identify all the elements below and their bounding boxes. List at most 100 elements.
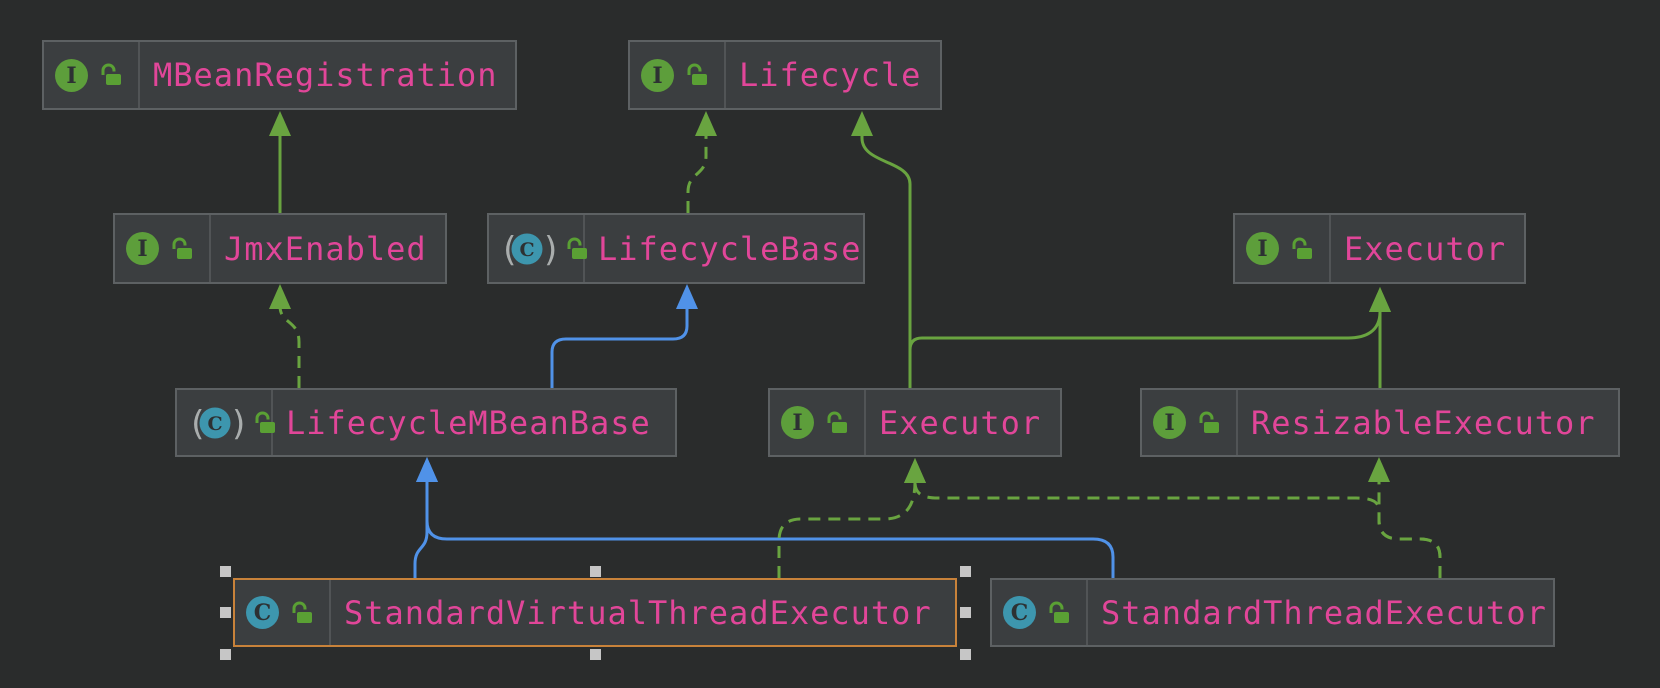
class-name-label: Lifecycle [739,56,922,94]
node-title-cell: StandardVirtualThreadExecutor [331,580,955,645]
svg-text:C: C [1011,600,1029,626]
class-name-label: MBeanRegistration [153,56,498,94]
inheritance-arrowhead [416,457,438,482]
node-icon-cell: I [1142,390,1238,455]
edge-line[interactable] [413,481,429,578]
class-node-MBeanRegistration[interactable]: I MBeanRegistration [42,40,517,110]
edge-line[interactable] [550,308,689,388]
selection-handle[interactable] [589,648,601,660]
edge-line[interactable] [913,481,1442,578]
edge-Executor_catalina-to-Executor_jdk[interactable] [908,287,1391,388]
class-node-Executor_jdk[interactable]: I Executor [1233,213,1526,284]
edge-StandardVirtualThreadExecutor-to-Executor_catalina[interactable] [777,458,926,578]
inheritance-arrowhead [269,284,291,309]
edge-LifecycleBase-to-Lifecycle[interactable] [686,111,717,213]
edge-line[interactable] [278,305,301,388]
class-name-label: StandardVirtualThreadExecutor [344,593,932,632]
svg-text:(: ( [187,404,207,444]
class-node-JmxEnabled[interactable]: I JmxEnabled [113,213,447,284]
class-node-StandardVirtualThreadExecutor[interactable]: C StandardVirtualThreadExecutor [233,578,957,647]
inheritance-arrowhead [851,111,873,136]
class-name-label: LifecycleMBeanBase [286,403,651,442]
class-node-Lifecycle[interactable]: I Lifecycle [628,40,942,110]
svg-text:(: ( [499,230,519,270]
edge-line[interactable] [860,133,912,388]
node-title-cell: Executor [866,390,1060,455]
svg-text:I: I [137,236,147,262]
class-name-label: Executor [1344,229,1507,268]
interface-icon: I [124,230,161,267]
node-title-cell: JmxEnabled [211,215,445,282]
node-title-cell: Lifecycle [726,42,940,108]
abstract-class-icon: (C) [186,402,244,444]
unlocked-icon [252,410,277,436]
unlocked-icon [1196,410,1221,436]
node-icon-cell: C [235,580,331,645]
class-node-StandardThreadExecutor[interactable]: C StandardThreadExecutor [990,578,1555,647]
selection-handle[interactable] [959,648,971,660]
node-title-cell: LifecycleBase [585,215,863,282]
class-icon: C [1001,594,1038,631]
abstract-class-icon: (C) [498,228,556,270]
selection-handle[interactable] [219,648,231,660]
unlocked-icon [824,410,849,436]
class-name-label: Executor [879,403,1042,442]
interface-icon: I [639,57,676,94]
selection-handle[interactable] [959,565,971,577]
svg-text:C: C [254,600,272,626]
svg-text:): ) [229,404,244,444]
inheritance-arrowhead [1368,457,1390,482]
svg-text:C: C [207,413,222,435]
edge-line[interactable] [1377,481,1442,578]
edge-StandardThreadExecutor-to-Executor_catalina[interactable] [904,458,1442,578]
svg-text:I: I [1164,410,1174,436]
selection-handle[interactable] [219,565,231,577]
svg-text:C: C [519,239,534,261]
edge-LifecycleMBeanBase-to-LifecycleBase[interactable] [550,284,698,388]
class-name-label: ResizableExecutor [1251,403,1596,442]
class-node-Executor_catalina[interactable]: I Executor [768,388,1062,457]
unlocked-icon [684,62,709,88]
inheritance-arrowhead [904,458,926,483]
edge-LifecycleMBeanBase-to-JmxEnabled[interactable] [269,284,301,388]
unlocked-icon [98,62,123,88]
selection-handle[interactable] [219,607,231,618]
node-icon-cell: I [1235,215,1331,282]
node-icon-cell: I [44,42,140,108]
interface-icon: I [53,57,90,94]
interface-icon: I [1244,230,1281,267]
class-node-LifecycleMBeanBase[interactable]: (C) LifecycleMBeanBase [175,388,677,457]
interface-icon: I [1151,404,1188,441]
class-icon: C [244,594,281,631]
edge-line[interactable] [425,481,1115,578]
selection-handle[interactable] [589,565,601,577]
unlocked-icon [564,236,589,262]
node-title-cell: StandardThreadExecutor [1088,580,1553,645]
unlocked-icon [1289,236,1314,262]
node-title-cell: Executor [1331,215,1524,282]
node-icon-cell: I [630,42,726,108]
edge-Executor_catalina-to-Lifecycle[interactable] [851,111,912,388]
class-node-LifecycleBase[interactable]: (C) LifecycleBase [487,213,865,284]
unlocked-icon [169,236,194,262]
class-name-label: LifecycleBase [598,229,862,268]
interface-icon: I [779,404,816,441]
edge-ResizableExecutor-to-Executor_jdk[interactable] [1369,287,1391,388]
node-icon-cell: C [992,580,1088,645]
edge-line[interactable] [686,133,708,213]
svg-text:I: I [792,410,802,436]
edge-line[interactable] [777,481,917,578]
inheritance-arrowhead [269,111,291,136]
edge-StandardThreadExecutor-to-LifecycleMBeanBase[interactable] [416,457,1115,578]
node-icon-cell: I [770,390,866,455]
edge-JmxEnabled-to-MBeanRegistration[interactable] [269,111,291,213]
class-node-ResizableExecutor[interactable]: I ResizableExecutor [1140,388,1620,457]
svg-text:): ) [541,230,556,270]
edge-line[interactable] [908,311,1382,388]
selection-handle[interactable] [959,607,971,618]
unlocked-icon [289,600,314,626]
svg-text:I: I [652,63,662,89]
class-name-label: JmxEnabled [224,229,427,268]
